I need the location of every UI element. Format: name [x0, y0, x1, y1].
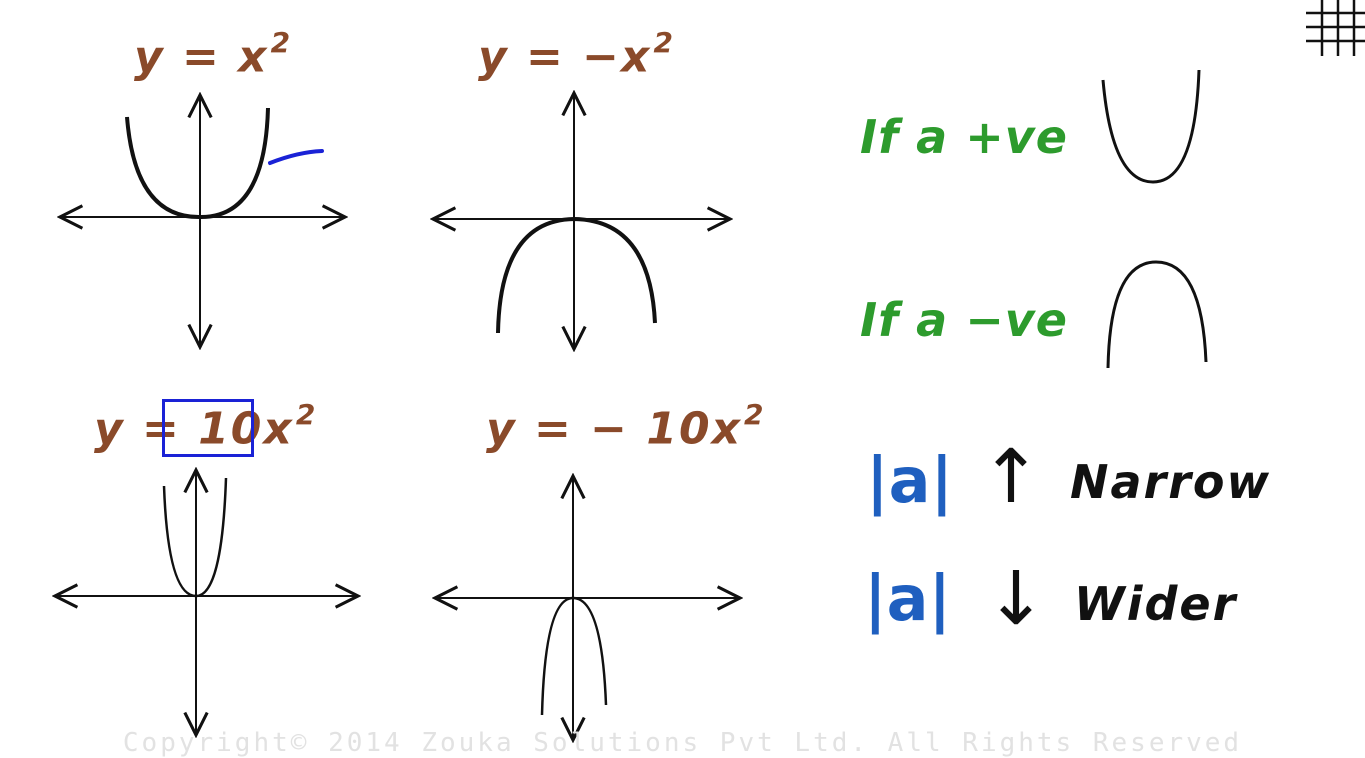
- upward-parabola-shape: [1101, 69, 1201, 184]
- wider-label: Wider: [1074, 577, 1238, 631]
- equation-coefficient: 10: [198, 403, 264, 455]
- equation-neg-10-x-squared: y = − 10x2: [486, 398, 765, 455]
- exponent: 2: [743, 398, 766, 431]
- graph-neg-10-x-squared: [435, 476, 740, 740]
- abs-a-label-up: |a|: [866, 444, 954, 517]
- grid-icon[interactable]: [1306, 0, 1365, 56]
- narrow-label: Narrow: [1070, 455, 1272, 509]
- parabola-narrow-down: [540, 596, 608, 716]
- equation-variable: x: [263, 403, 294, 455]
- annotation-stroke: [268, 149, 324, 165]
- up-arrow-icon: ↑: [980, 434, 1043, 520]
- parabola-up: [125, 107, 270, 220]
- abs-a-label-down: |a|: [864, 562, 952, 635]
- equation-neg-x-squared: y = −x2: [478, 26, 675, 83]
- parabola-narrow-up: [162, 477, 228, 598]
- down-arrow-icon: ↓: [985, 556, 1048, 642]
- downward-parabola-shape: [1106, 260, 1208, 369]
- coefficient-highlight-box: [162, 399, 254, 457]
- equation-text: y = − 10x: [486, 403, 742, 455]
- equation-text: y = x: [134, 31, 269, 83]
- exponent: 2: [295, 398, 318, 431]
- graph-x-squared: [60, 95, 345, 347]
- graph-10-x-squared: [55, 470, 358, 735]
- graph-neg-x-squared: [433, 93, 730, 349]
- rule-negative: If a −ve: [860, 293, 1068, 347]
- equation-x-squared: y = x2: [134, 26, 292, 83]
- parabola-down: [496, 216, 657, 334]
- equation-text: y = −x: [478, 31, 652, 83]
- exponent: 2: [653, 26, 675, 59]
- exponent: 2: [270, 26, 293, 59]
- copyright-text: Copyright© 2014 Zouka Solutions Pvt Ltd.…: [122, 728, 1243, 758]
- rule-positive: If a +ve: [860, 110, 1068, 164]
